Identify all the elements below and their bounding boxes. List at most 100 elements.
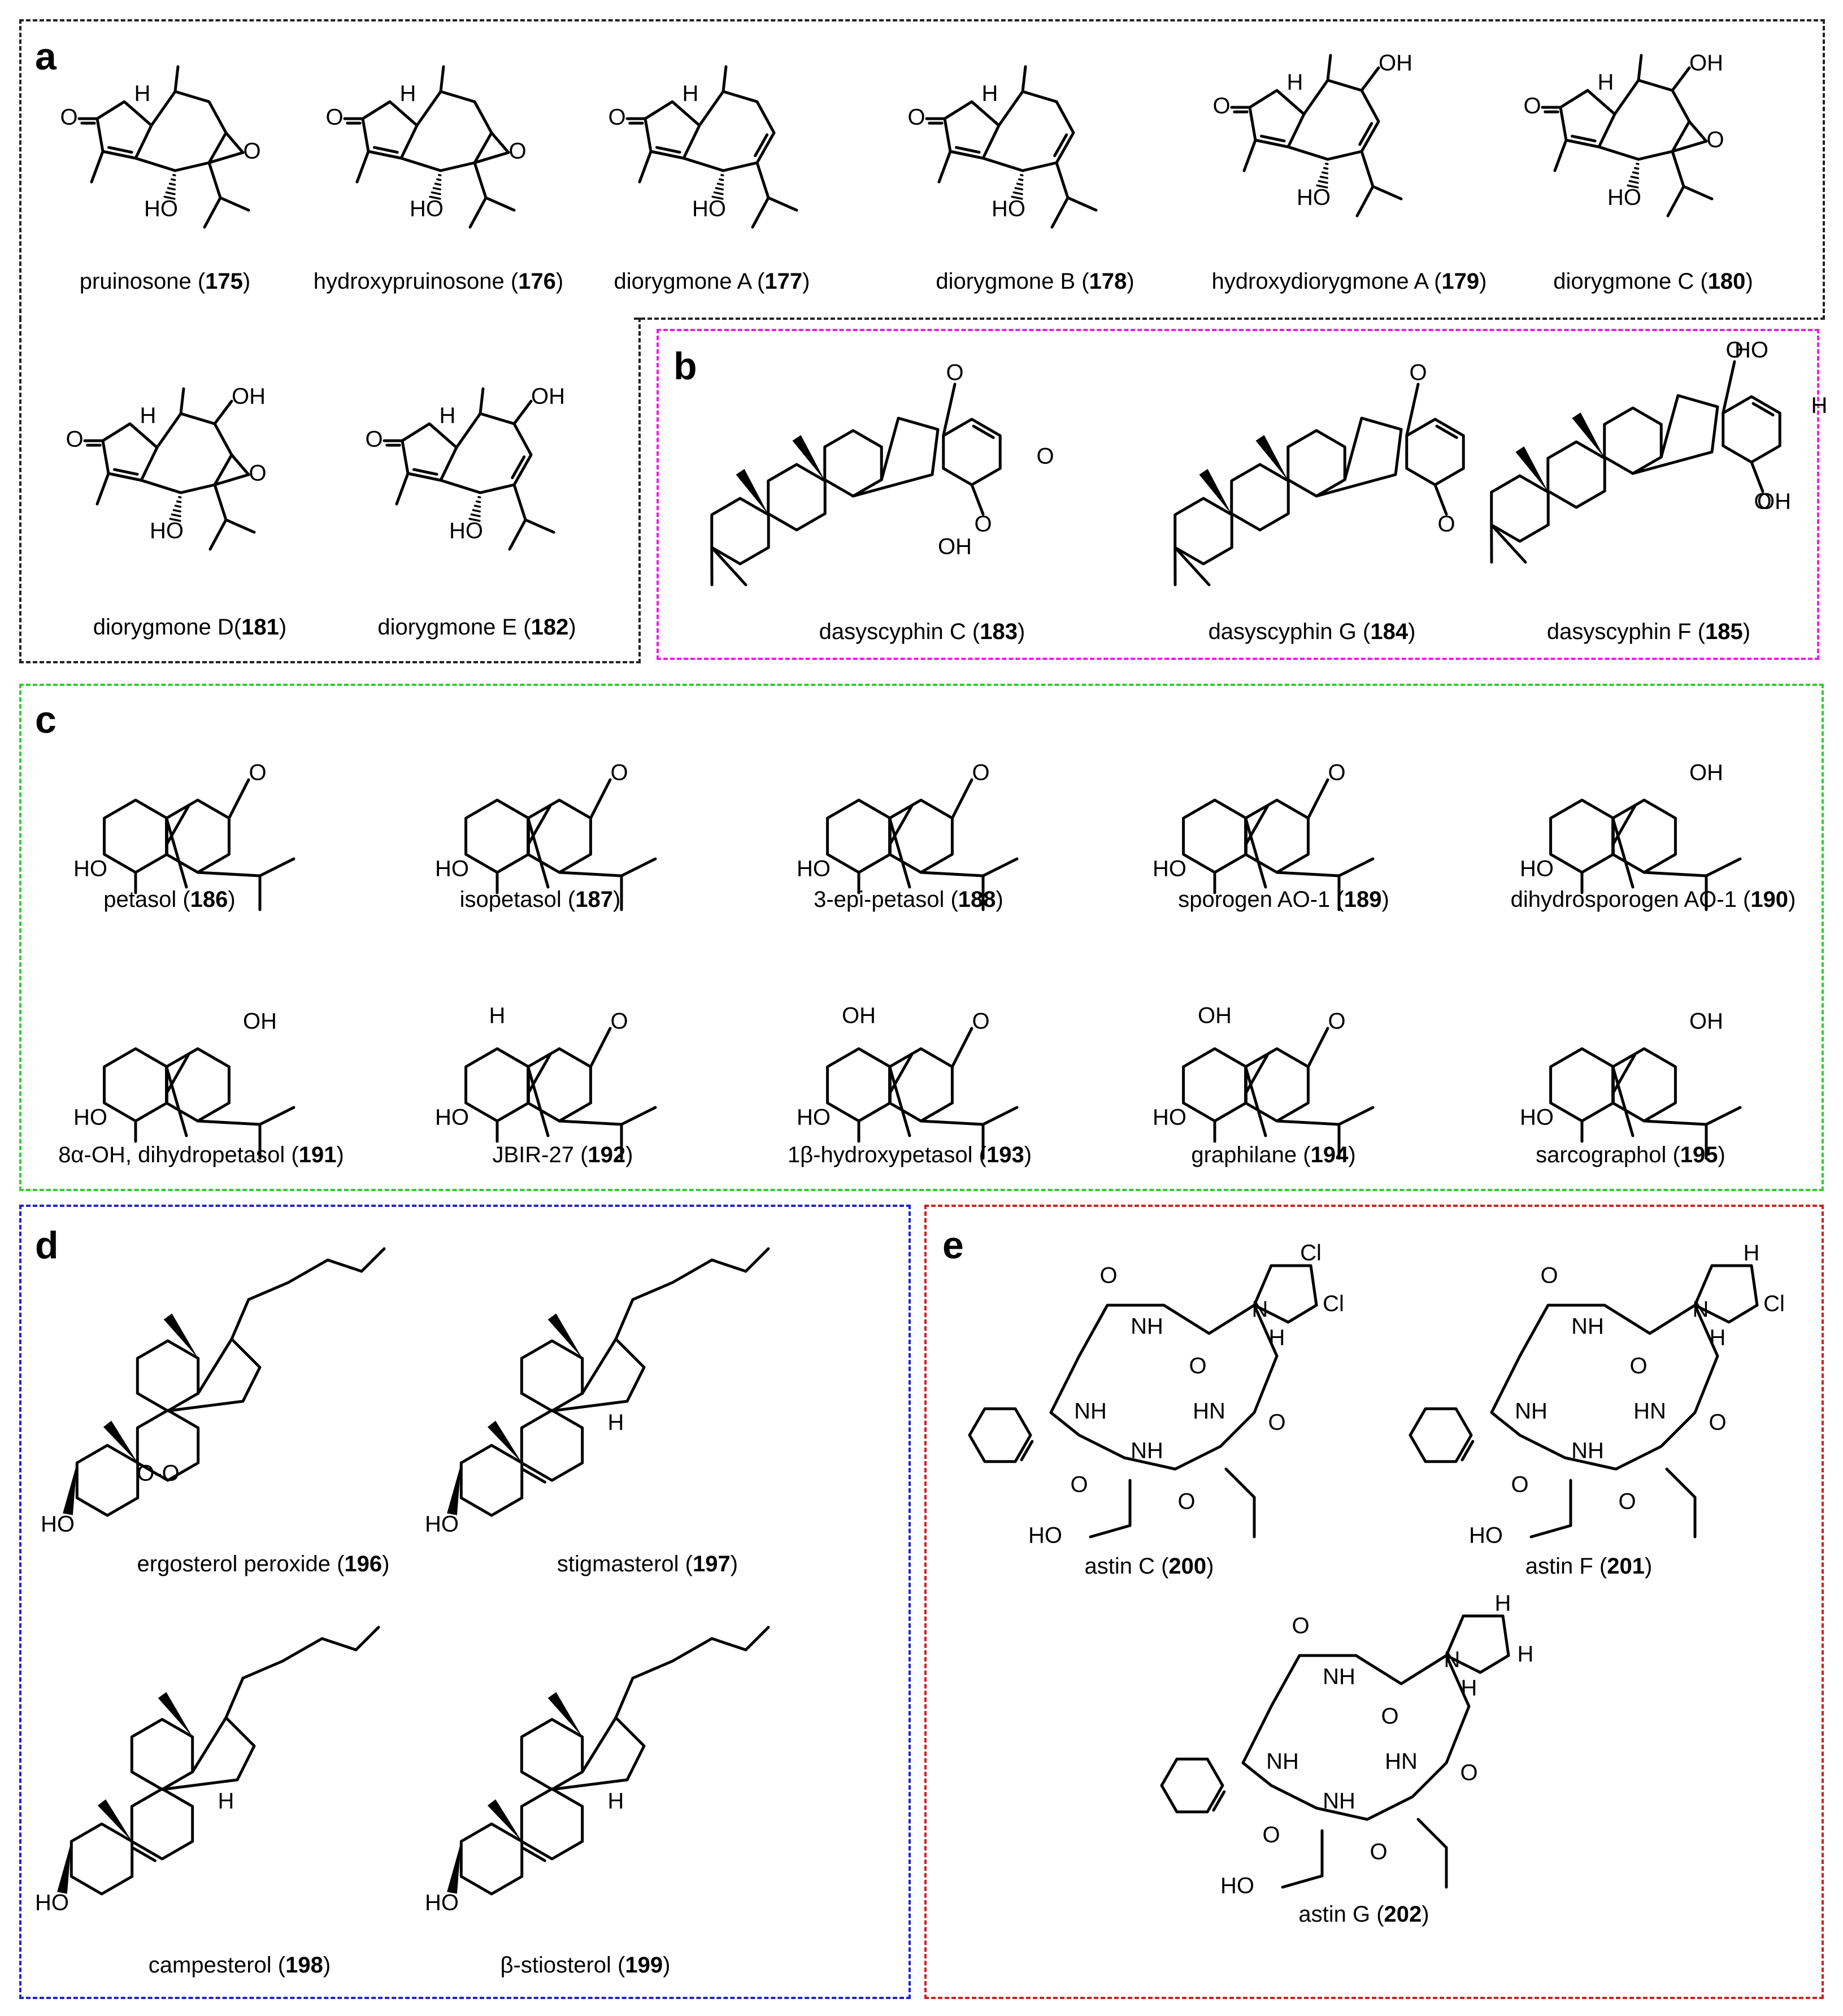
ring-c <box>130 1718 194 1791</box>
carbonyl-oxygen: O <box>365 427 382 452</box>
methyl-bond <box>888 816 911 889</box>
carbonyl-bond <box>589 1027 612 1068</box>
carbonyl-oxygen: O <box>907 105 925 130</box>
hydroxyl-label: OH <box>531 384 565 409</box>
oh-wedge <box>63 1463 77 1515</box>
ring-b <box>1244 1047 1310 1123</box>
isopropyl-bond <box>207 161 222 199</box>
caption-199: β-stiosterol (199) <box>500 1953 671 1978</box>
ring-c <box>520 1339 584 1413</box>
side-chain <box>744 1247 770 1273</box>
methyl-bond <box>888 1065 911 1137</box>
carbonyl-oxygen: O <box>974 512 992 537</box>
structure-199: HOH <box>425 1626 770 1915</box>
pyrrolidine-substituent: H <box>1744 1241 1760 1266</box>
ring-double-bond <box>1260 134 1286 142</box>
isopropyl-bond <box>755 161 770 199</box>
methyl-bond <box>1637 54 1643 82</box>
caption-201: astin F (201) <box>1525 1554 1653 1579</box>
carbonyl-oxygen: O <box>1460 1761 1477 1785</box>
ring-h: H <box>218 1789 234 1814</box>
phenyl-ring <box>968 1407 1032 1463</box>
ring-junction-h: H <box>982 81 998 106</box>
hydroxyl-label: HO <box>797 857 831 881</box>
carbonyl-bond <box>227 778 250 820</box>
ring-b <box>1230 463 1290 532</box>
ring-d <box>851 416 940 498</box>
caption-175: pruinosone (175) <box>79 269 251 294</box>
panel-label-d: d <box>35 1224 59 1267</box>
carbonyl-oxygen: O <box>1370 1840 1387 1865</box>
epoxide-bond <box>224 131 245 154</box>
methyl-wedge <box>158 1692 193 1737</box>
pyrrolidine-substituent: Cl <box>1763 1292 1785 1317</box>
methyl-wedge <box>103 1420 138 1463</box>
carbonyl-oxygen: O <box>325 105 343 130</box>
carbonyl-oxygen: O <box>946 360 963 385</box>
oh-bond <box>512 399 533 425</box>
oh-bond <box>1671 66 1691 92</box>
carbonyl-oxygen: O <box>1437 512 1455 537</box>
ring-d <box>1631 394 1719 475</box>
ring-double-bond <box>1358 122 1373 146</box>
panel-label-c: c <box>35 698 56 741</box>
methyl-wedge <box>97 1799 132 1841</box>
epoxide-oxygen: O <box>508 139 526 164</box>
ring-double-bond <box>972 424 995 439</box>
methyl-wedge <box>487 1799 522 1841</box>
panel-a <box>19 19 1825 320</box>
ring-c <box>136 1339 200 1413</box>
methyl-bond <box>721 65 728 93</box>
carbonyl-oxygen: O <box>1511 1472 1528 1497</box>
amide-nh: NH <box>1131 1439 1163 1463</box>
caption-192: JBIR-27 (192) <box>492 1142 633 1167</box>
amide-nh: NH <box>1571 1439 1604 1463</box>
ring-a <box>103 1047 168 1123</box>
side-chain <box>320 1637 358 1652</box>
side-chain <box>710 1258 747 1273</box>
structure-188: HOO <box>797 761 1019 911</box>
methyl-wedge <box>547 1313 583 1358</box>
isopropyl-bond <box>208 518 228 551</box>
isopropyl-bond <box>524 518 555 534</box>
oh-bond <box>429 173 442 200</box>
hydroxyl-label: HO <box>797 1105 831 1130</box>
ring-a <box>826 798 892 874</box>
ring-b <box>520 1787 584 1861</box>
methyl-bond <box>95 472 110 506</box>
side-chain <box>241 1659 284 1680</box>
structure-184: OO <box>1173 360 1465 586</box>
ring-a <box>710 497 770 566</box>
oh-bond <box>468 496 481 522</box>
methyl-bond <box>1611 816 1635 889</box>
alpha-h: H <box>1461 1676 1477 1701</box>
isopropenyl-bond <box>981 857 1019 877</box>
methyl-wedge <box>163 1313 198 1358</box>
phenyl-ring <box>1409 1407 1473 1463</box>
hydroxyl-label: HO <box>1520 857 1554 881</box>
methyl-wedge <box>792 435 825 481</box>
ring-a <box>1182 1047 1247 1123</box>
methyl-bond <box>395 472 410 506</box>
methyl-bond <box>165 1065 188 1137</box>
alpha-h: H <box>1710 1326 1726 1350</box>
hydroxyl-label: HO <box>410 197 444 221</box>
side-chain <box>1089 1524 1132 1539</box>
pyrrolidine-n: N <box>1693 1297 1709 1322</box>
carbonyl-oxygen: O <box>1618 1489 1636 1514</box>
aromatic-bond <box>1461 1440 1475 1462</box>
cyclopentenone-ring <box>1248 89 1306 149</box>
methyl-wedge <box>487 1420 522 1463</box>
ring-c <box>823 429 883 498</box>
ring-c <box>1286 429 1346 498</box>
carbonyl-oxygen: O <box>1328 1009 1345 1034</box>
ring-a <box>1490 474 1550 543</box>
isopropyl-bond <box>1671 150 1685 188</box>
pyrrolidine-n: N <box>1444 1648 1461 1672</box>
carbonyl-oxygen: O <box>1725 338 1743 363</box>
